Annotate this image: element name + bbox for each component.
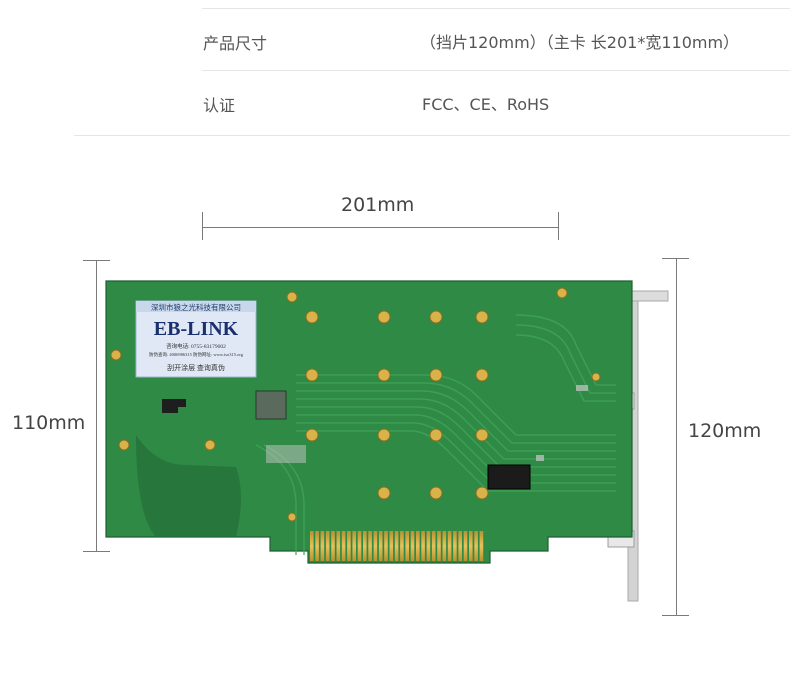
- gold-finger-contact: [474, 531, 478, 561]
- gold-finger-contact: [442, 531, 447, 561]
- gold-finger-contact: [479, 531, 484, 561]
- pcie-gold-fingers: [310, 531, 484, 561]
- gold-finger-contact: [352, 531, 356, 561]
- dimension-width-label: 110mm: [12, 412, 86, 434]
- gold-finger-contact: [453, 531, 457, 561]
- gold-finger-contact: [384, 531, 388, 561]
- gold-finger-contact: [469, 531, 473, 561]
- gold-finger-contact: [426, 531, 431, 561]
- dimension-height-label: 120mm: [688, 420, 762, 442]
- gold-finger-contact: [463, 531, 468, 561]
- pcb-card-image: 深圳市狼之光科技有限公司 EB-LINK 咨询电话: 0755-83179002…: [105, 280, 669, 602]
- row-divider: [202, 8, 790, 9]
- dimension-length-tick-left: [202, 212, 203, 240]
- sticker-scratch: 刮开涂层 查询真伪: [167, 363, 225, 372]
- gold-finger-contact: [357, 531, 362, 561]
- dimension-height-line: [676, 258, 677, 616]
- dimension-width-tick-bottom: [83, 551, 110, 552]
- spec-table: 产品尺寸 （挡片120mm）（主卡 长201*宽110mm） 认证 FCC、CE…: [0, 0, 790, 136]
- pcb-traces: [255, 314, 616, 555]
- gold-finger-contact: [331, 531, 335, 561]
- gold-finger-contact: [336, 531, 341, 561]
- dimension-width-tick-top: [83, 260, 110, 261]
- gold-finger-contact: [389, 531, 394, 561]
- gold-finger-contact: [341, 531, 346, 561]
- dimension-length-line: [202, 227, 559, 228]
- row-divider: [202, 70, 790, 71]
- gold-finger-contact: [325, 531, 330, 561]
- gold-finger-contact: [416, 531, 420, 561]
- gold-finger-contact: [431, 531, 436, 561]
- gold-finger-contact: [368, 531, 372, 561]
- gold-finger-contact: [373, 531, 378, 561]
- gold-finger-contact: [410, 531, 415, 561]
- gold-finger-contact: [400, 531, 404, 561]
- gold-finger-contact: [458, 531, 462, 561]
- sticker-hotline: 咨询电话: 0755-83179002: [166, 342, 226, 350]
- security-sticker: 深圳市狼之光科技有限公司 EB-LINK 咨询电话: 0755-83179002…: [135, 300, 257, 378]
- gold-finger-contact: [447, 531, 452, 561]
- gold-finger-contact: [347, 531, 351, 561]
- gold-finger-contact: [310, 531, 314, 561]
- spec-label-cert: 认证: [203, 96, 236, 115]
- gold-finger-contact: [315, 531, 319, 561]
- gold-finger-contact: [394, 531, 399, 561]
- sticker-company: 深圳市狼之光科技有限公司: [151, 302, 241, 312]
- mounting-holes: [110, 287, 601, 522]
- gold-finger-contact: [378, 531, 383, 561]
- spec-value-cert: FCC、CE、RoHS: [422, 95, 550, 114]
- spec-label-size: 产品尺寸: [203, 34, 268, 53]
- table-bottom-divider: [74, 135, 790, 136]
- gold-finger-contact: [320, 531, 325, 561]
- gold-finger-contact: [437, 531, 441, 561]
- dimension-length-label: 201mm: [341, 194, 415, 216]
- dimension-width-line: [96, 260, 97, 552]
- gold-finger-contact: [405, 531, 409, 561]
- dimension-height-tick-top: [662, 258, 689, 259]
- dimension-height-tick-bottom: [662, 615, 689, 616]
- sticker-antifake: 防伪查询: 4006986315 防伪网址: www.iso315.org: [149, 351, 244, 358]
- gold-finger-contact: [363, 531, 367, 561]
- sticker-brand: EB-LINK: [154, 318, 239, 340]
- gold-finger-contact: [421, 531, 425, 561]
- pcb-chips: [162, 385, 588, 490]
- spec-value-size: （挡片120mm）（主卡 长201*宽110mm）: [420, 33, 740, 52]
- dimension-length-tick-right: [558, 212, 559, 240]
